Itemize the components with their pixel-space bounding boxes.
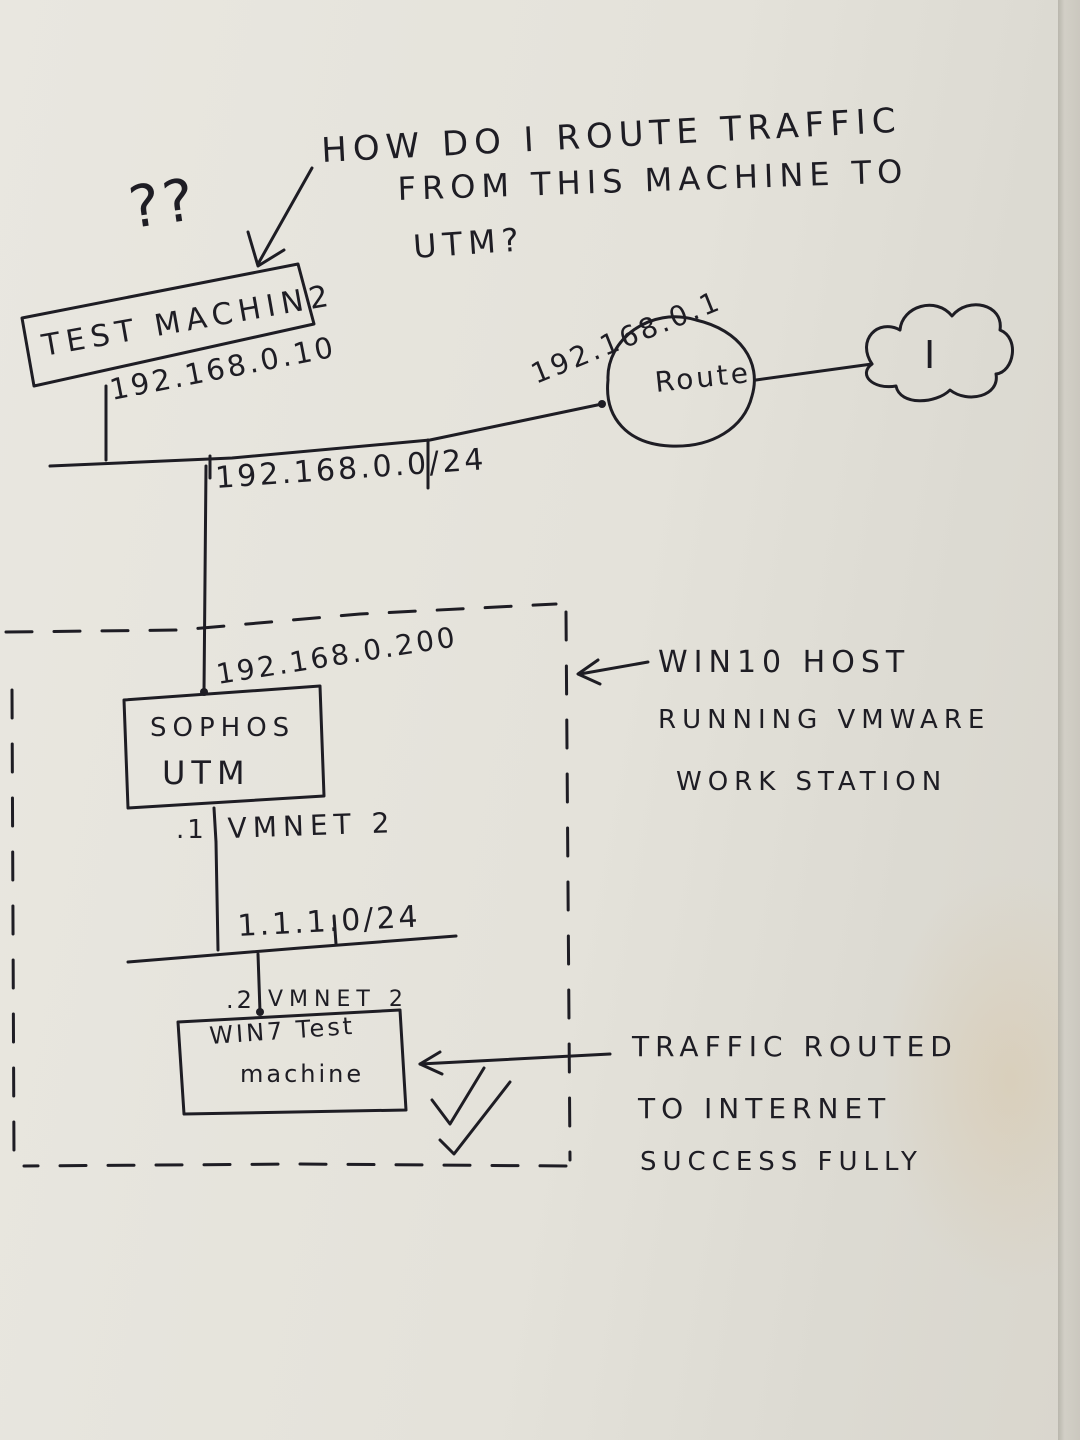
question-line-3: UTM?	[412, 220, 526, 266]
router-cloud	[606, 315, 756, 448]
utm-wan-ip: 192.168.0.200	[214, 620, 460, 691]
router-internet-link	[754, 362, 874, 382]
host-note-arrow-shaft	[578, 660, 650, 676]
checkmark-icon-1	[430, 1066, 486, 1126]
host-boundary-right	[564, 610, 572, 1162]
host-boundary-top	[4, 602, 558, 634]
host-note-line-2: RUNNING VMWARE	[658, 705, 990, 735]
success-note-arrow-shaft	[418, 1052, 612, 1066]
win7-suffix: .2	[226, 986, 255, 1014]
success-note-line-3: SUCCESS FULLY	[640, 1147, 923, 1177]
internet-label: I	[924, 333, 938, 377]
utm-lan-label: VMNET 2	[227, 806, 396, 845]
utm-lan-tick	[212, 806, 218, 844]
test-machine-box	[20, 262, 316, 388]
question-arrow-head	[246, 230, 286, 268]
utm-wan-link	[202, 464, 208, 694]
success-note-arrow-head	[418, 1050, 444, 1076]
utm-label-line-1: SOPHOS	[150, 713, 295, 743]
paper-stain	[880, 870, 1080, 1290]
win7-label-line-2: machine	[240, 1060, 364, 1088]
host-boundary-left	[10, 688, 16, 1162]
success-note-line-2: TO INTERNET	[637, 1092, 891, 1125]
router-port-dot	[598, 400, 606, 408]
question-marks: ??	[124, 165, 200, 242]
lan-subnet-label: 192.168.0.0/24	[214, 442, 487, 496]
success-note-line-1: TRAFFIC ROUTED	[631, 1030, 958, 1063]
host-note-line-3: WORK STATION	[676, 767, 947, 797]
win7-link	[256, 952, 262, 1014]
internet-cloud	[864, 303, 1014, 403]
host-boundary-bottom	[22, 1162, 568, 1168]
win7-box	[176, 1008, 408, 1116]
question-arrow-shaft	[256, 166, 314, 266]
vm-bus-line	[126, 934, 458, 964]
utm-lan-suffix: .1	[176, 815, 207, 845]
router-label: Route	[653, 356, 752, 399]
utm-box	[122, 684, 326, 810]
win7-port-dot	[256, 1008, 264, 1016]
checkmark-icon-2	[438, 1080, 512, 1156]
vm-subnet-divider	[332, 914, 338, 946]
host-note-arrow-head	[576, 658, 602, 686]
lan-bus-line	[48, 402, 604, 468]
win7-label-line-1: WIN7 Test	[208, 1012, 356, 1050]
notebook-page-edge	[1058, 0, 1080, 1440]
utm-vm-link	[214, 840, 220, 952]
host-note-line-1: WIN10 HOST	[658, 645, 910, 680]
win7-net-label: VMNET 2	[268, 987, 409, 1012]
utm-label-line-2: UTM	[162, 754, 251, 792]
vm-subnet-label: 1.1.1.0/24	[237, 899, 422, 944]
